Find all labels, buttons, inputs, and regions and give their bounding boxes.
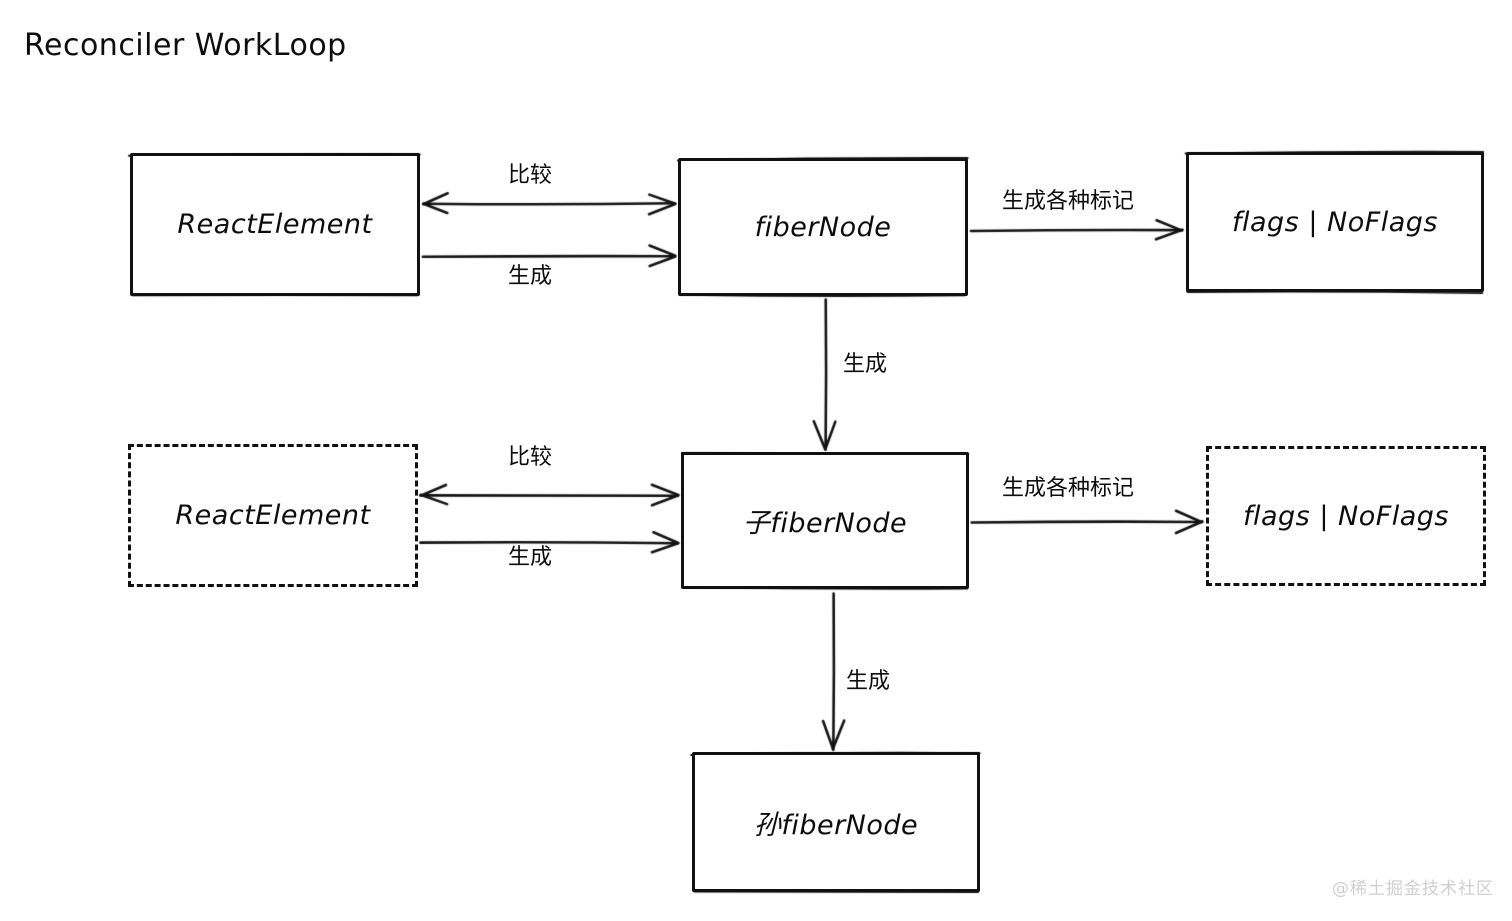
- edge-label-compare-1: 比较: [505, 163, 556, 189]
- node-fiber-node[interactable]: fiberNode: [678, 158, 968, 296]
- edge-label-child-1: 生成: [840, 352, 891, 378]
- node-react-element-1[interactable]: ReactElement: [130, 153, 420, 296]
- node-grandchild-fiber-node[interactable]: 孙fiberNode: [692, 752, 980, 892]
- node-react-element-2[interactable]: ReactElement: [128, 444, 418, 587]
- edge-label-child-2: 生成: [843, 669, 894, 695]
- edge-label-generate-1: 生成: [505, 264, 556, 290]
- node-label: 孙fiberNode: [753, 809, 919, 841]
- node-label: fiberNode: [754, 211, 892, 243]
- edge-label-compare-2: 比较: [505, 445, 556, 471]
- node-label: ReactElement: [175, 500, 371, 531]
- node-child-fiber-node[interactable]: 子fiberNode: [681, 452, 969, 589]
- node-label: 子fiberNode: [742, 508, 908, 539]
- edge-label-flags-1: 生成各种标记: [999, 189, 1138, 215]
- node-label: flags | NoFlags: [1242, 500, 1450, 532]
- node-label: flags | NoFlags: [1231, 206, 1439, 238]
- node-flags-2[interactable]: flags | NoFlags: [1206, 446, 1486, 586]
- edge-label-flags-2: 生成各种标记: [999, 476, 1138, 502]
- node-flags-1[interactable]: flags | NoFlags: [1186, 152, 1484, 292]
- edge-label-generate-2: 生成: [505, 545, 556, 571]
- node-label: ReactElement: [177, 209, 373, 240]
- page-title: Reconciler WorkLoop: [24, 28, 347, 63]
- watermark: @稀土掘金技术社区: [1332, 879, 1494, 899]
